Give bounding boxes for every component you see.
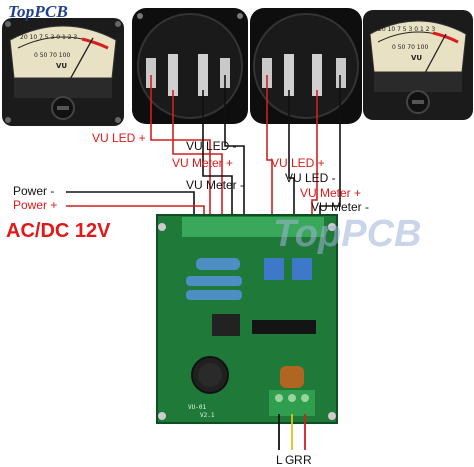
vu-led-minus-left-label: VU LED - xyxy=(186,139,237,153)
right-meter-scale: 20 10 7 5 3 0 1 2 3 xyxy=(378,26,436,33)
audio-input-wires xyxy=(278,414,306,450)
vu-led-plus-left-label: VU LED + xyxy=(92,131,146,145)
vu-meter-plus-right-label: VU Meter + xyxy=(300,186,362,200)
right-meter-percent: 0 50 70 100 xyxy=(392,44,429,51)
vu-meter-minus-left-label: VU Meter - xyxy=(186,178,245,192)
left-vu-meter xyxy=(2,18,124,126)
watermark: TopPCB xyxy=(273,213,422,255)
right-meter-back xyxy=(250,8,362,124)
brand-logo: TopPCB xyxy=(8,2,69,21)
pin-l-label: L xyxy=(276,453,283,467)
right-meter-unit: VU xyxy=(411,54,423,62)
left-meter-percent: 0 50 70 100 xyxy=(34,52,71,59)
pin-r-label: R xyxy=(294,453,303,467)
pin-g-label: G xyxy=(285,453,295,467)
supply-voltage-label: AC/DC 12V xyxy=(6,220,111,242)
left-meter-back xyxy=(132,8,248,124)
vu-led-plus-right-label: VU LED + xyxy=(271,156,325,170)
pcb-model-marking: VU-01 xyxy=(188,404,207,411)
right-vu-meter xyxy=(363,10,473,120)
power-plus-label: Power + xyxy=(13,198,58,212)
pin-r2-label: R xyxy=(303,453,312,467)
pcb-board xyxy=(156,214,338,424)
left-meter-scale: 20 10 7 5 3 0 1 2 3 xyxy=(20,34,78,41)
left-meter-unit: VU xyxy=(56,62,68,70)
wiring xyxy=(66,75,341,222)
vu-meter-minus-right-label: VU Meter - xyxy=(311,200,370,214)
vu-meter-plus-left-label: VU Meter + xyxy=(172,156,234,170)
pcb-version-marking: V2.1 xyxy=(200,412,215,419)
vu-led-minus-right-label: VU LED - xyxy=(285,171,336,185)
power-minus-label: Power - xyxy=(13,184,55,198)
